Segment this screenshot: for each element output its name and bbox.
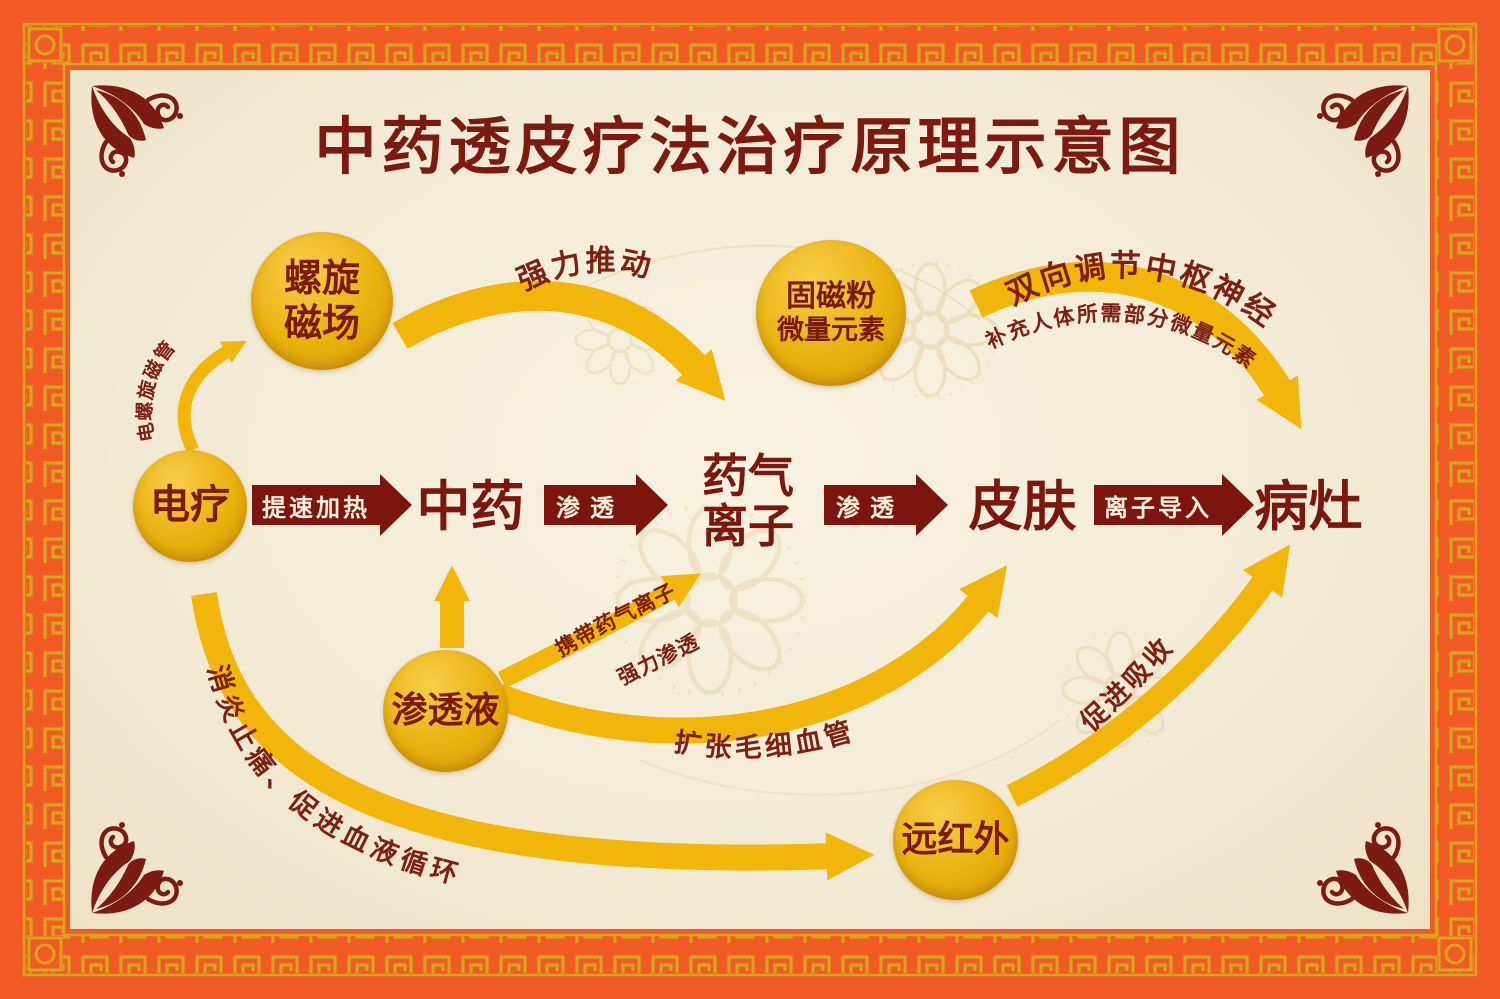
flow-arrow-shentou-2-head (916, 474, 948, 536)
flow-arrow-shentou-2: 渗透 (824, 473, 948, 537)
node-pifu: 皮肤 (968, 475, 1077, 538)
node-luoxuan-line1: 螺旋 (283, 256, 360, 301)
node-dianliao: 电疗 (133, 450, 247, 562)
node-gucifen-line2: 微量元素 (777, 314, 885, 346)
node-shentouye-label: 渗透液 (391, 689, 500, 731)
node-zhongyao: 中药 (416, 475, 525, 538)
poster-title: 中药透皮疗法治疗原理示意图 (314, 110, 1186, 183)
flow-arrow-tisu-jiare-head (380, 474, 412, 536)
node-bingzao: 病灶 (1254, 475, 1363, 538)
flow-arrow-shentou-1: 渗透 (544, 473, 668, 537)
node-yaoqi-line1: 药气 (702, 449, 794, 503)
node-yuanhongwai: 远红外 (893, 780, 1018, 900)
node-dianliao-label: 电疗 (150, 482, 230, 529)
flow-arrow-lizi-daoru: 离子导入 (1094, 473, 1254, 537)
flow-arrow-shentou-1-label: 渗透 (544, 485, 636, 525)
node-gucifen-line1: 固磁粉 (786, 279, 876, 315)
flow-arrow-lizi-daoru-label: 离子导入 (1094, 485, 1222, 525)
flow-arrow-shentou-1-head (636, 474, 668, 536)
node-luoxuan-line2: 磁场 (283, 301, 360, 345)
flow-arrow-shentou-2-label: 渗透 (824, 485, 916, 525)
flow-arrow-lizi-daoru-head (1222, 474, 1254, 536)
node-gucifen: 固磁粉 微量元素 (756, 240, 906, 386)
flow-arrow-tisu-jiare: 提速加热 (252, 473, 412, 537)
node-shentouye: 渗透液 (383, 650, 508, 772)
node-yaoqi-line2: 离子 (702, 498, 794, 553)
node-yuanhongwai-label: 远红外 (901, 818, 1010, 860)
node-luoxuan-cichang: 螺旋 磁场 (251, 232, 393, 370)
node-yaoqi-lizi: 药气 离子 (678, 449, 818, 553)
flow-arrow-tisu-jiare-label: 提速加热 (252, 485, 380, 525)
